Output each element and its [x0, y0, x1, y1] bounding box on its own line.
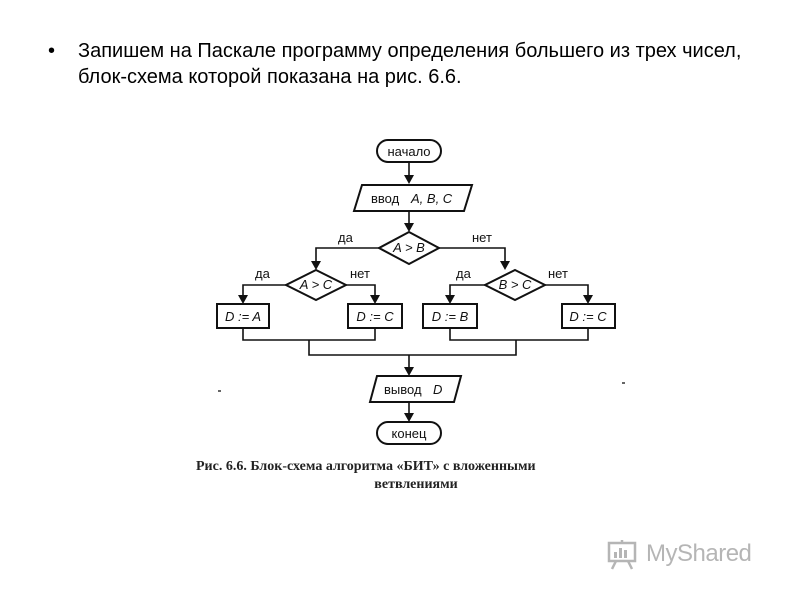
process-d-eq-b-label: D := B: [432, 309, 469, 324]
process-d-eq-a-label: D := A: [225, 309, 261, 324]
presentation-board-icon: [607, 540, 637, 570]
right-yes-label: да: [456, 266, 472, 281]
process-d-eq-b: [422, 303, 478, 329]
output-label: вывод: [384, 382, 422, 397]
input-vars: A, B, C: [410, 191, 453, 206]
main-yes-label: да: [338, 230, 354, 245]
scan-speck: [218, 390, 221, 392]
input-block: [352, 184, 474, 212]
process-d-eq-c-left: [347, 303, 403, 329]
decision-left: [283, 268, 349, 302]
decision-right: [482, 268, 548, 302]
output-var: D: [433, 382, 442, 397]
decision-right-label: B > C: [499, 277, 532, 292]
main-no-label: нет: [472, 230, 492, 245]
left-no-label: нет: [350, 266, 370, 281]
process-d-eq-c-right-label: D := C: [569, 309, 607, 324]
caption-line-1: Рис. 6.6. Блок-схема алгоритма «БИТ» с в…: [196, 459, 536, 474]
input-label: ввод: [371, 191, 400, 206]
left-yes-label: да: [255, 266, 271, 281]
caption-line-2: ветвлениями: [374, 477, 458, 492]
bullet-symbol: •: [48, 40, 56, 62]
end-terminal: [376, 421, 442, 445]
bullet-text: Запишем на Паскале программу определения…: [78, 40, 742, 88]
end-label: конец: [392, 426, 427, 441]
process-d-eq-c-left-label: D := C: [356, 309, 394, 324]
process-d-eq-a: [216, 303, 270, 329]
decision-main-label: A > B: [392, 240, 425, 255]
output-block: [368, 375, 463, 403]
decision-left-label: A > C: [299, 277, 333, 292]
watermark: MyShared: [606, 536, 776, 572]
watermark-text: MyShared: [646, 540, 752, 567]
decision-main: [376, 230, 442, 266]
right-no-label: нет: [548, 266, 568, 281]
bullet-item: • Запишем на Паскале программу определен…: [48, 38, 768, 90]
figure-caption: Рис. 6.6. Блок-схема алгоритма «БИТ» с в…: [196, 458, 646, 494]
scan-speck: [622, 382, 625, 384]
start-label: начало: [387, 144, 430, 159]
